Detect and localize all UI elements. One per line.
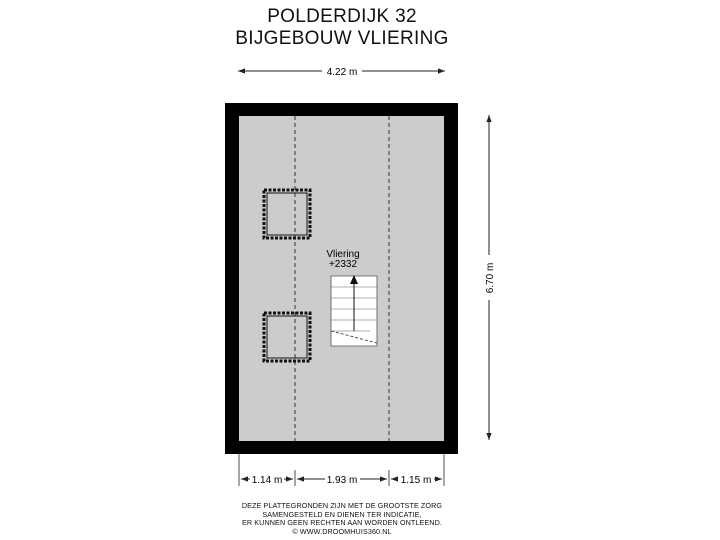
disclaimer-line: ER KUNNEN GEEN RECHTEN AAN WORDEN ONTLEE… [242,518,442,527]
plan-subtitle: BIJGEBOUW VLIERING [235,28,449,49]
disclaimer-line: SAMENGESTELD EN DIENEN TER INDICATIE, [262,509,422,519]
dimension-width-label: 4.22 m [327,67,358,78]
disclaimer-line: DEZE PLATTEGRONDEN ZIJN MET DE GROOTSTE … [241,501,443,510]
dimension-width: 4.22 m [238,67,445,78]
skylight-top [262,188,312,240]
dimension-bottom-right-label: 1.15 m [401,475,432,486]
staircase [330,275,378,347]
disclaimer-line: © WWW.DROOMHUIS360.NL [292,526,392,536]
room-level: +2332 [329,259,358,270]
dimension-height: 6.70 m [485,115,496,440]
skylight-bottom [262,311,312,363]
room-name: Vliering [326,249,359,260]
stair-direction-arrow [350,275,358,284]
dimension-height-label: 6.70 m [485,263,496,294]
dimension-bottom-left-label: 1.14 m [252,475,283,486]
dimension-bottom-middle-label: 1.93 m [327,475,358,486]
disclaimer: DEZE PLATTEGRONDEN ZIJN MET DE GROOTSTE … [180,501,504,536]
dimension-bottom: 1.14 m 1.93 m 1.15 m [238,453,445,486]
plan-title: POLDERDIJK 32 [267,6,417,27]
